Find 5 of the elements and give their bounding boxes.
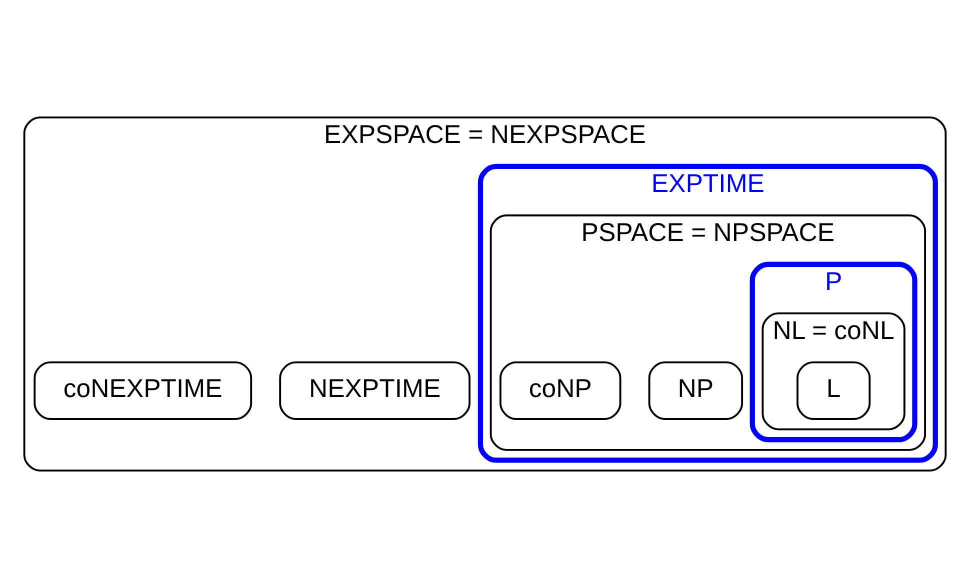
node-box: L — [796, 360, 871, 420]
node-box: coNEXPTIME — [34, 360, 252, 420]
node-box: coNP — [500, 360, 622, 420]
node-box: NP — [648, 360, 744, 420]
node-box: NEXPTIME — [279, 360, 470, 420]
